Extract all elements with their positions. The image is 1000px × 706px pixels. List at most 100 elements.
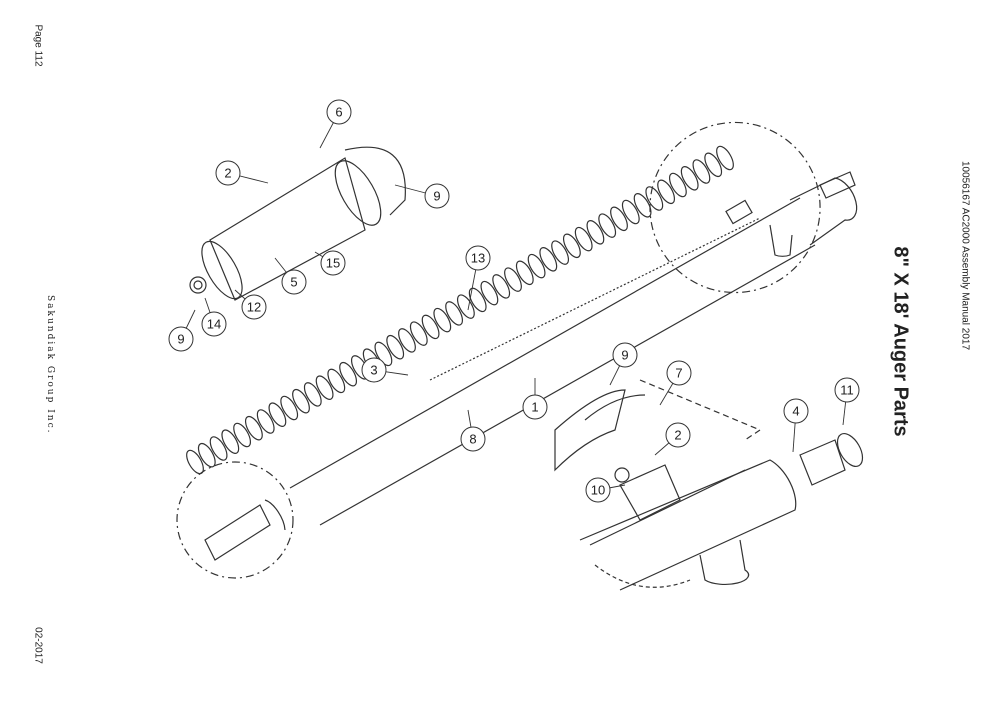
auger-tube [289, 197, 816, 526]
callout-number: 5 [290, 275, 297, 290]
callout-number: 10 [591, 483, 605, 498]
flight-loop [551, 240, 570, 265]
flight-loop [515, 260, 534, 286]
flight-loop [209, 436, 228, 461]
auger-flighting [186, 145, 734, 475]
flight-loop [633, 193, 652, 218]
callout-circle [241, 294, 267, 320]
callout-bubble-4: 4 [783, 398, 809, 424]
callout-circle [783, 398, 809, 424]
callout-bubble-13: 13 [465, 245, 491, 271]
flight-loop [598, 213, 617, 238]
callout-circle [168, 326, 194, 352]
callout-number: 6 [335, 105, 342, 120]
flight-loop [197, 442, 216, 468]
upper-head-assembly [649, 121, 858, 294]
callout-circle [201, 311, 227, 337]
callout-bubble-14: 14 [201, 311, 227, 337]
intake-assembly [189, 146, 406, 301]
flight-loop [480, 280, 499, 306]
callout-circle [326, 99, 352, 125]
callout-circle [522, 394, 548, 420]
callout-bubble-9: 9 [612, 342, 638, 368]
callout-bubble-12: 12 [241, 294, 267, 320]
callout-number: 9 [621, 348, 628, 363]
flight-loop [315, 375, 334, 400]
callout-number: 11 [840, 383, 854, 398]
flight-loop [398, 328, 416, 353]
flight-loop [716, 145, 734, 171]
flight-loop [327, 368, 346, 394]
callout-number: 2 [224, 166, 231, 181]
callout-circle [666, 360, 692, 386]
callout-circle [424, 183, 450, 209]
drive-head-assembly [554, 379, 864, 591]
flight-loop [386, 334, 405, 360]
callout-bubble-10: 10 [585, 477, 611, 503]
callout-bubble-9: 9 [168, 326, 194, 352]
callout-number: 2 [674, 428, 681, 443]
callout-number: 3 [370, 363, 377, 378]
callout-circle [460, 426, 486, 452]
flight-loop [562, 233, 581, 259]
flight-loop [221, 429, 240, 454]
callout-bubble-2: 2 [665, 422, 691, 448]
callout-circle [665, 422, 691, 448]
flight-loop [492, 274, 511, 299]
flight-loop [668, 172, 687, 198]
callout-number: 14 [207, 317, 221, 332]
callout-bubble-5: 5 [281, 269, 307, 295]
callout-bubble-2: 2 [215, 160, 241, 186]
callout-bubble-15: 15 [320, 250, 346, 276]
flight-loop [468, 287, 487, 313]
callout-bubble-9: 9 [424, 183, 450, 209]
flight-loop [610, 206, 628, 232]
flight-loop [421, 314, 440, 340]
callout-number: 13 [471, 251, 485, 266]
callout-bubble-11: 11 [834, 377, 860, 403]
flight-loop [409, 321, 428, 346]
callout-circle [281, 269, 307, 295]
callout-number: 4 [792, 404, 799, 419]
flight-loop [433, 307, 452, 333]
callout-number: 7 [675, 366, 682, 381]
flight-loop [280, 395, 299, 421]
callout-circle [612, 342, 638, 368]
flight-loop [374, 341, 393, 367]
callout-bubble-1: 1 [522, 394, 548, 420]
flight-loop [692, 159, 711, 184]
callout-circle [585, 477, 611, 503]
flight-loop [504, 267, 522, 292]
flight-loop [527, 253, 546, 279]
flight-loop [303, 382, 322, 407]
callout-leaders [180, 111, 848, 491]
flight-loop [539, 247, 558, 272]
flight-loop [586, 220, 605, 245]
callout-number: 1 [531, 400, 538, 415]
callout-bubble-3: 3 [361, 357, 387, 383]
callout-number: 8 [469, 432, 476, 447]
callout-circle [361, 357, 387, 383]
flight-loop [445, 301, 464, 326]
flight-loop [292, 388, 310, 414]
lower-inlet-detail [176, 461, 294, 579]
callout-number: 9 [433, 189, 440, 204]
flight-loop [657, 179, 676, 205]
flight-loop [645, 186, 664, 211]
callout-bubble-7: 7 [666, 360, 692, 386]
flight-loop [233, 422, 252, 448]
callout-bubble-6: 6 [326, 99, 352, 125]
flight-loop [256, 409, 275, 434]
flight-loop [704, 152, 723, 178]
flight-loop [456, 294, 475, 319]
flight-loop [268, 402, 287, 427]
flight-loop [339, 361, 358, 387]
callout-circle [834, 377, 860, 403]
flight-loop [621, 199, 640, 225]
callout-circle [465, 245, 491, 271]
callout-bubble-8: 8 [460, 426, 486, 452]
flight-loop [244, 415, 263, 441]
callout-number: 9 [177, 332, 184, 347]
flight-loop [680, 166, 699, 191]
